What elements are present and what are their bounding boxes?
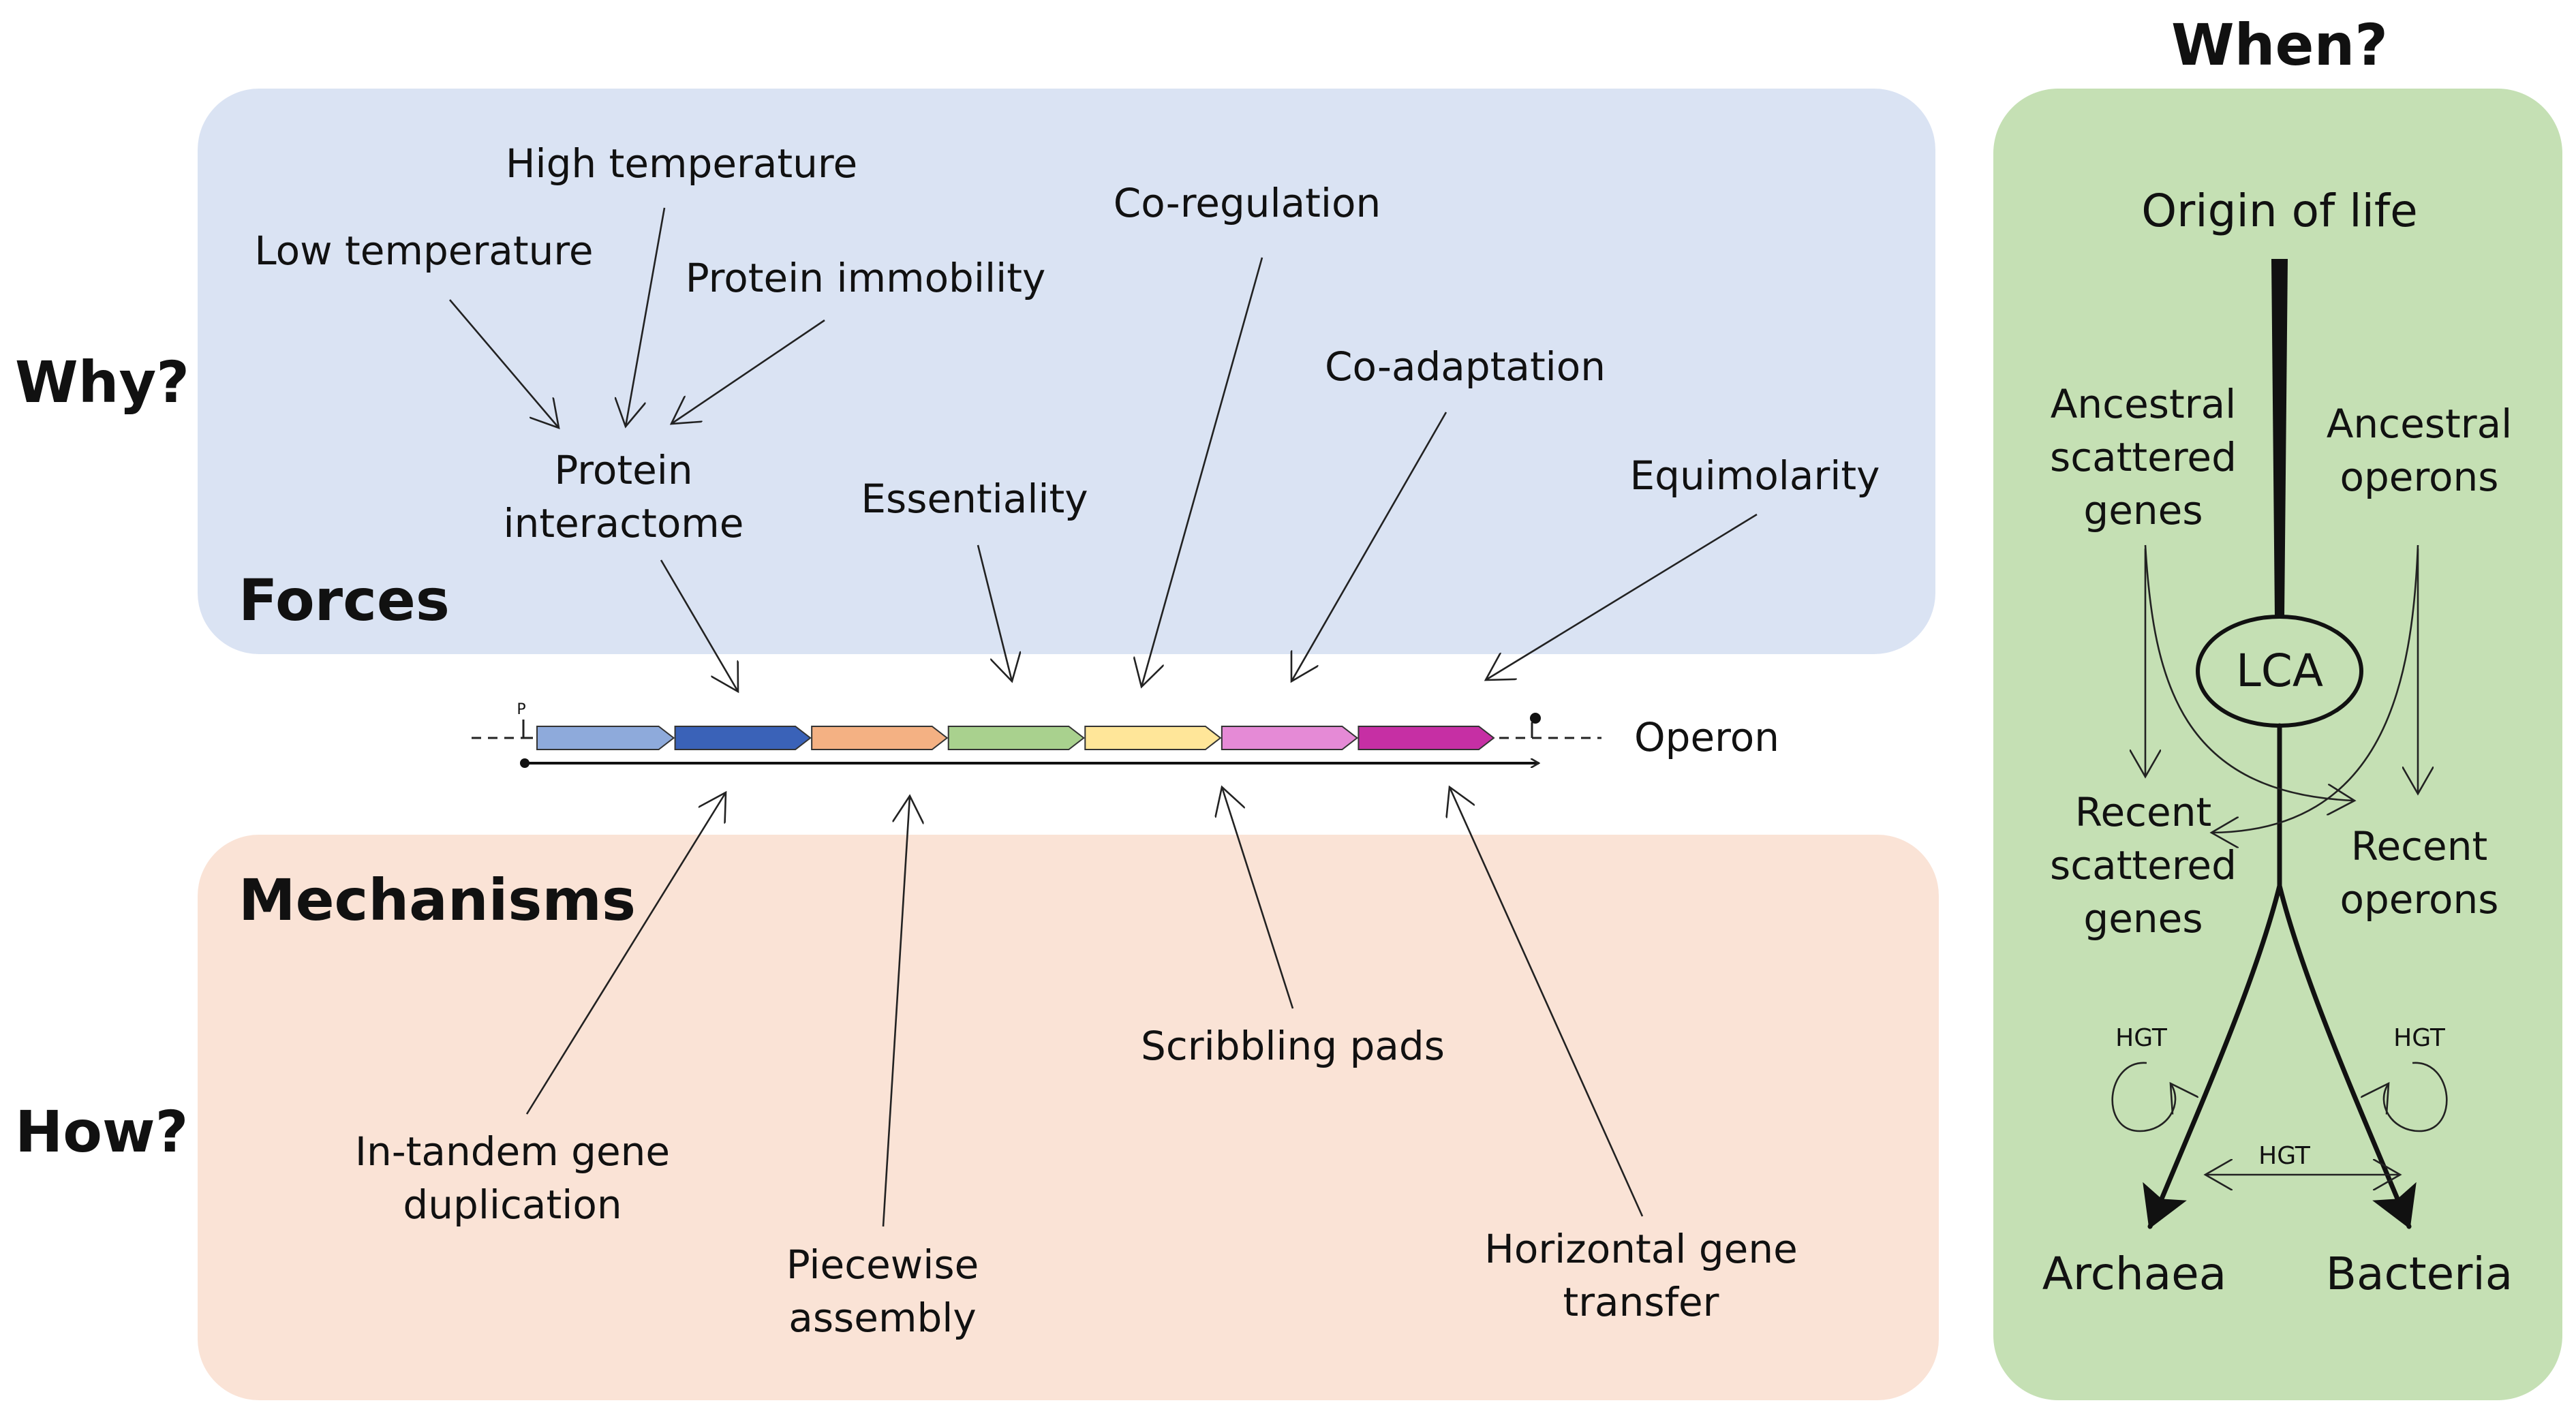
arrow-protein-interactome	[660, 559, 738, 692]
recent-scattered-genes-line1: Recent	[2075, 789, 2211, 835]
arrow-horizontal-gene-transfer	[1450, 787, 1644, 1217]
hgt-label-archaea: HGT	[2115, 1024, 2168, 1052]
arrow-low-temperature	[449, 299, 559, 428]
co-regulation-label: Co-regulation	[1114, 180, 1381, 226]
gene-arrow-1	[536, 726, 675, 750]
hgt-label-between: HGT	[2258, 1142, 2311, 1170]
promoter-label: P	[517, 701, 525, 718]
gene-arrows	[536, 726, 1495, 750]
operon: P Operon	[472, 701, 1779, 768]
arrow-equimolarity	[1486, 513, 1758, 680]
ancestral-scattered-genes-line3: genes	[2083, 487, 2203, 534]
piecewise-assembly-label-line2: assembly	[788, 1295, 976, 1341]
recent-scattered-genes-line3: genes	[2083, 895, 2203, 942]
arrow-operons-to-scattered	[2211, 544, 2419, 833]
scribbling-pads-label: Scribbling pads	[1141, 1023, 1445, 1069]
bacteria-label: Bacteria	[2326, 1248, 2513, 1300]
transcript-start-dot	[520, 758, 530, 768]
forces-panel	[198, 89, 1935, 654]
trunk-upper	[2271, 259, 2288, 617]
gene-arrow-5	[1084, 726, 1222, 750]
recent-operons-line2: operons	[2340, 876, 2498, 923]
ancestral-scattered-genes-line2: scattered	[2050, 434, 2237, 480]
arrow-high-temperature	[626, 207, 666, 427]
protein-interactome-label-line2: interactome	[504, 500, 744, 546]
arrow-protein-immobility	[671, 319, 825, 424]
why-heading: Why?	[15, 349, 189, 416]
recent-operons-line1: Recent	[2351, 823, 2487, 869]
when-heading: When?	[2171, 12, 2388, 78]
hgt-label-bacteria: HGT	[2393, 1024, 2446, 1052]
lca-label: LCA	[2236, 645, 2323, 697]
arrow-scattered-to-operons	[2144, 544, 2355, 801]
arrow-essentiality	[977, 544, 1012, 681]
tandem-duplication-label-line1: In-tandem gene	[355, 1128, 670, 1175]
low-temperature-label: Low temperature	[254, 228, 593, 274]
high-temperature-label: High temperature	[506, 140, 857, 187]
arrow-tandem-duplication	[525, 792, 726, 1115]
origin-of-life-label: Origin of life	[2141, 185, 2418, 237]
essentiality-label: Essentiality	[861, 476, 1088, 522]
gene-arrow-7	[1358, 726, 1495, 750]
equimolarity-label: Equimolarity	[1629, 452, 1880, 499]
operon-label: Operon	[1634, 714, 1779, 760]
branch-archaea	[2143, 883, 2282, 1229]
gene-arrow-4	[947, 726, 1085, 750]
gene-arrow-6	[1221, 726, 1359, 750]
hgt-loop-archaea-icon	[2111, 1062, 2175, 1132]
ancestral-operons-line1: Ancestral	[2327, 401, 2512, 447]
evolution-tree: Origin of life LCA Ancestral scattered g…	[2042, 185, 2513, 1300]
protein-immobility-label: Protein immobility	[686, 255, 1046, 301]
tandem-duplication-label-line2: duplication	[403, 1182, 622, 1228]
mechanisms-panel	[198, 835, 1939, 1400]
recent-scattered-genes-line2: scattered	[2050, 842, 2237, 889]
gene-arrow-2	[674, 726, 812, 750]
gene-arrow-3	[811, 726, 949, 750]
how-heading: How?	[15, 1098, 188, 1165]
archaea-label: Archaea	[2042, 1248, 2226, 1300]
ancestral-scattered-genes-line1: Ancestral	[2051, 381, 2236, 427]
hgt-loop-bacteria-icon	[2384, 1062, 2448, 1132]
horizontal-gene-transfer-label-line1: Horizontal gene	[1484, 1226, 1798, 1272]
arrow-co-adaptation	[1291, 412, 1447, 681]
co-adaptation-label: Co-adaptation	[1325, 343, 1606, 390]
protein-interactome-label-line1: Protein	[554, 447, 692, 493]
terminator-dot	[1530, 713, 1541, 724]
forces-title: Forces	[239, 567, 450, 634]
arrow-piecewise-assembly	[882, 796, 910, 1227]
arrow-scribbling-pads	[1222, 787, 1294, 1009]
promoter-mark	[522, 720, 533, 739]
ancestral-operons-line2: operons	[2340, 454, 2498, 500]
arrow-co-regulation	[1141, 257, 1263, 687]
mechanisms-title: Mechanisms	[239, 867, 636, 933]
horizontal-gene-transfer-label-line2: transfer	[1563, 1279, 1719, 1325]
piecewise-assembly-label-line1: Piecewise	[786, 1241, 979, 1288]
